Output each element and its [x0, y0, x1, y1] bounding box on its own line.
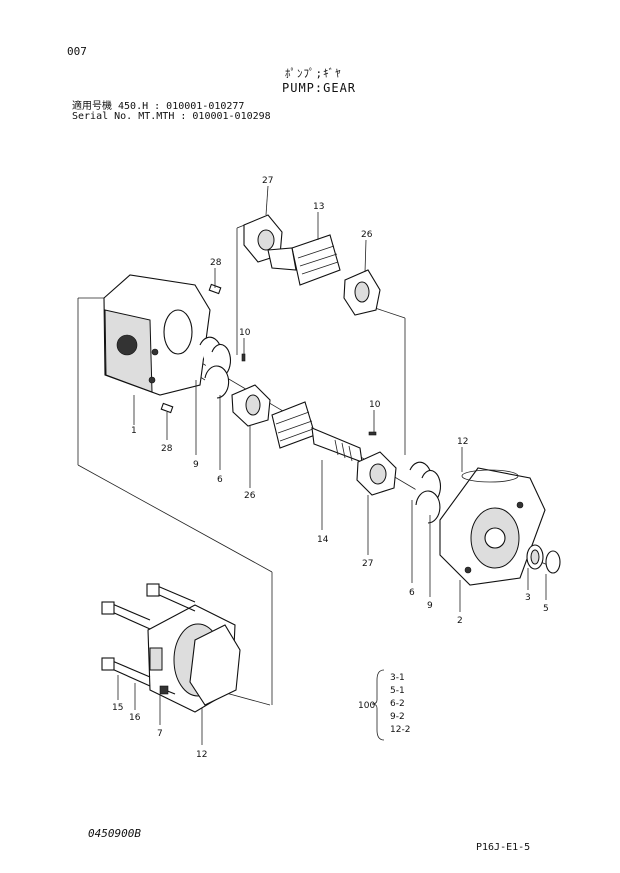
- callout-10-left: 10: [239, 328, 251, 338]
- callout-labels: 27 13 26 28 10 1 28 9 6 26 10 14 12 27 6…: [112, 176, 549, 760]
- callout-6-left: 6: [217, 475, 223, 485]
- callout-14: 14: [317, 535, 329, 545]
- o-ring-12-lower: [189, 624, 241, 706]
- callout-9-left: 9: [193, 460, 199, 470]
- callout-26-lower: 26: [244, 491, 256, 501]
- title-japanese: ﾎﾟﾝﾌﾟ;ｷﾞﾔ: [285, 67, 342, 80]
- callout-9-right: 9: [427, 601, 433, 611]
- callout-5: 5: [543, 604, 549, 614]
- bushing-26-top: [343, 269, 381, 316]
- callout-7: 7: [157, 729, 163, 739]
- callout-3: 3: [525, 593, 531, 603]
- bushing-27-lower: [356, 451, 397, 496]
- page-reference: P16J-E1-5: [476, 842, 531, 853]
- callout-12-bottom: 12: [196, 750, 207, 760]
- kit-item-1: 3-1: [390, 673, 405, 683]
- callout-10-right: 10: [369, 400, 381, 410]
- callout-1: 1: [131, 426, 137, 436]
- applicable-models: 適用号機 450.H : 010001-010277: [72, 101, 245, 112]
- callout-2: 2: [457, 616, 463, 626]
- bolts: [101, 583, 196, 695]
- kit-item-3: 6-2: [390, 699, 405, 709]
- callout-28-bottom: 28: [161, 444, 173, 454]
- callout-26-top: 26: [361, 230, 373, 240]
- callout-16: 16: [129, 713, 141, 723]
- kit-number: 100: [358, 701, 375, 711]
- serial-range: Serial No. MT.MTH : 010001-010298: [72, 111, 271, 122]
- callout-6-right: 6: [409, 588, 415, 598]
- driven-gear-13: [267, 234, 341, 286]
- pump-body: [103, 274, 211, 396]
- kit-item-5: 12-2: [390, 725, 410, 735]
- kit-item-4: 9-2: [390, 712, 405, 722]
- bushing-26-lower: [231, 384, 271, 427]
- page-number: 007: [67, 45, 87, 58]
- snap-ring-5: [545, 550, 561, 574]
- callout-12-top: 12: [457, 437, 468, 447]
- key-pins: [241, 353, 377, 436]
- seal-rings-left: [199, 336, 232, 399]
- dowel-pins: [160, 283, 222, 414]
- kit-item-2: 5-1: [390, 686, 405, 696]
- seal-rings-right: [409, 461, 442, 524]
- callout-13: 13: [313, 202, 324, 212]
- kit-100: 100 3-1 5-1 6-2 9-2 12-2: [358, 669, 410, 741]
- leader-lines: [117, 185, 547, 745]
- page-title: PUMP:GEAR: [282, 81, 357, 95]
- oil-seal-3: [526, 544, 544, 570]
- front-cover: [439, 467, 546, 586]
- document-code: 0450900B: [88, 827, 141, 840]
- callout-28-top: 28: [210, 258, 222, 268]
- callout-15: 15: [112, 703, 123, 713]
- callout-27-lower: 27: [362, 559, 373, 569]
- drive-gear-shaft-14: [271, 401, 363, 463]
- callout-27-top: 27: [262, 176, 273, 186]
